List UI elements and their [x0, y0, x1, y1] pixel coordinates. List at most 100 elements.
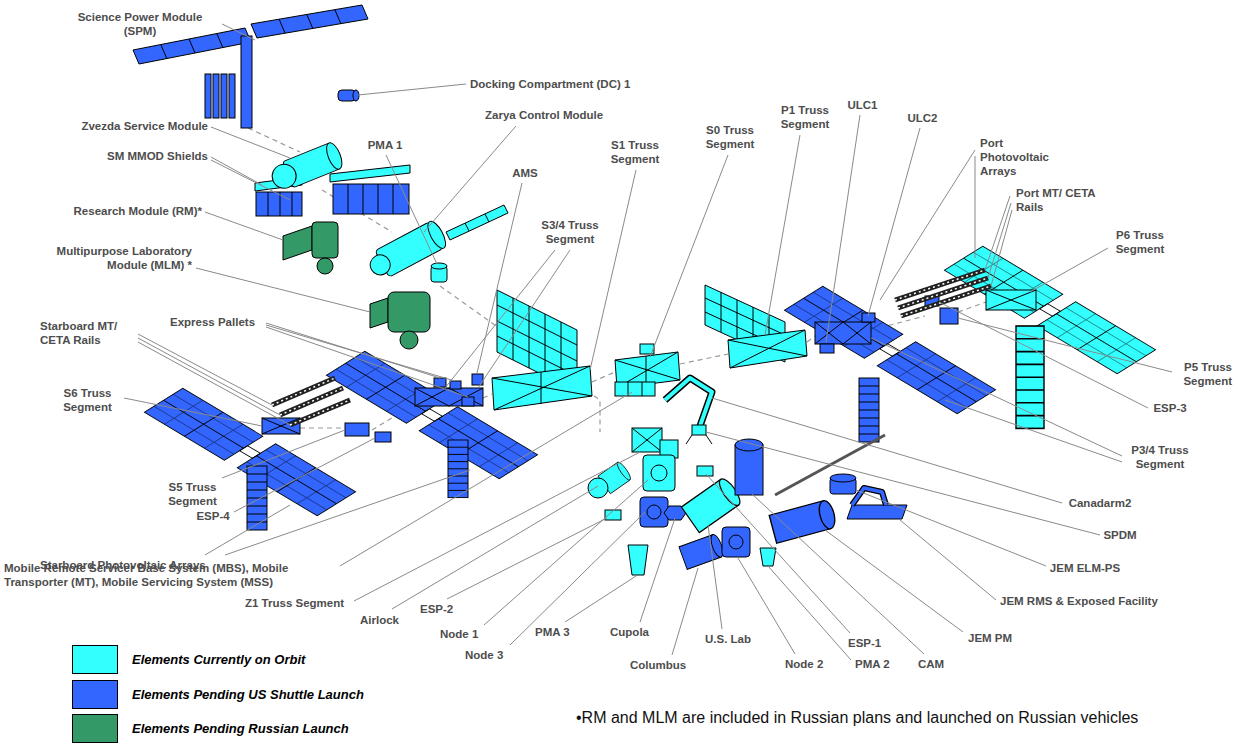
part-label: Docking Compartment (DC) 1 [470, 77, 680, 91]
zvezda-service-module [269, 161, 300, 192]
grey-bar [775, 435, 885, 495]
columbus [679, 533, 725, 569]
leader-lines [354, 452, 963, 660]
mmod-shields [333, 184, 409, 214]
part-label: S5 Truss Segment [155, 480, 230, 508]
part-label: PMA 2 [855, 657, 905, 671]
jem-pm [769, 499, 837, 543]
s1-truss [492, 290, 592, 410]
part-label: SM MMOD Shields [60, 149, 208, 163]
radiators [448, 440, 468, 498]
mobile-base-system [628, 382, 642, 396]
pma-2 [760, 548, 776, 566]
node-1 [651, 465, 667, 481]
legend-swatch [72, 645, 118, 674]
leader-lines [205, 302, 1172, 600]
part-label: Starboard MT/ CETA Rails [40, 319, 135, 347]
pma-1 [431, 263, 447, 269]
pma-2 [760, 548, 776, 566]
leader-lines [211, 24, 1108, 373]
zarya-control-module [465, 214, 489, 231]
docking-compartment [353, 90, 359, 101]
pma-1 [431, 263, 447, 282]
mobile-base-system [615, 382, 655, 396]
part-label: Canadarm2 [1060, 496, 1140, 510]
research-module [283, 222, 338, 274]
part-label: ESP-2 [420, 602, 470, 616]
p6-truss [986, 290, 1036, 310]
s3-s4-truss [450, 381, 461, 389]
legend-row: Elements Pending Russian Launch [72, 714, 349, 743]
photovoltaic-arrays [326, 351, 537, 479]
part-label: Mobile Remote Servicer Base System (MBS)… [4, 561, 339, 589]
science-power-module [221, 74, 227, 118]
multipurpose-laboratory-module [388, 292, 430, 332]
zvezda-service-module [323, 141, 345, 171]
legend-swatch [72, 680, 118, 709]
esp-1 [697, 466, 713, 476]
part-label: CAM [918, 657, 958, 671]
pma-3 [628, 545, 648, 575]
legend-text: Elements Currently on Orbit [132, 652, 305, 667]
part-label: S6 Truss Segment [50, 386, 125, 414]
part-label: ESP-3 [1145, 401, 1195, 415]
part-label: P6 Truss Segment [1105, 228, 1175, 256]
jem-elm-ps [830, 474, 856, 482]
canadarm2 [665, 378, 712, 426]
s1-truss [492, 366, 592, 410]
part-label: AMS [505, 166, 545, 180]
research-module [317, 258, 333, 274]
cam [735, 445, 763, 495]
p1-truss [728, 330, 807, 368]
part-label: Z1 Truss Segment [245, 596, 360, 610]
port-truss [815, 322, 871, 344]
part-label: ULC2 [900, 111, 945, 125]
node-2 [729, 535, 743, 549]
node-3 [647, 505, 661, 519]
multipurpose-laboratory-module [370, 298, 388, 328]
legend-row: Elements Currently on Orbit [72, 645, 305, 674]
canadarm2 [665, 378, 712, 426]
part-label: ESP-1 [848, 636, 898, 650]
part-label: Port MT/ CETA Rails [1016, 186, 1116, 214]
part-label: Node 1 [440, 627, 490, 641]
spdm [686, 425, 712, 444]
science-power-module [205, 74, 211, 118]
s0-truss [615, 344, 680, 388]
jem-elm-ps [830, 474, 856, 494]
node-2 [722, 527, 750, 557]
part-label: Port Photovoltaic Arrays [980, 136, 1070, 178]
node-2 [722, 527, 750, 557]
science-power-module [229, 74, 235, 118]
p1-truss [728, 330, 807, 368]
port-truss [820, 344, 834, 353]
footnote: •RM and MLM are included in Russian plan… [576, 709, 1233, 727]
pma-3 [628, 545, 648, 575]
part-label: Express Pallets [170, 315, 270, 329]
part-label: SPDM [1095, 528, 1145, 542]
part-label: P5 Truss Segment [1160, 360, 1232, 388]
part-label: PMA 1 [360, 138, 410, 152]
science-power-module [241, 36, 252, 128]
photovoltaic-arrays [144, 246, 1155, 516]
spdm [692, 425, 706, 435]
columbus [679, 533, 725, 569]
part-label: JEM ELM-PS [1040, 561, 1130, 575]
zvezda-service-module [330, 165, 410, 182]
part-label: P1 Truss Segment [770, 103, 840, 131]
part-label: S1 Truss Segment [600, 138, 670, 166]
mt-ceta-rails [272, 270, 991, 425]
part-label: Zvezda Service Module [40, 119, 208, 133]
node-3 [640, 497, 668, 527]
part-label: Node 2 [785, 657, 840, 671]
zarya-control-module [367, 251, 394, 278]
part-label: Multipurpose Laboratory Module (MLM) * [20, 244, 192, 272]
s3-s4-truss [462, 397, 474, 406]
part-label: Science Power Module (SPM) [60, 10, 220, 38]
part-label: ESP-4 [188, 509, 238, 523]
jem-pm [769, 499, 837, 543]
radiators [859, 378, 879, 442]
legend-text: Elements Pending US Shuttle Launch [132, 687, 364, 702]
